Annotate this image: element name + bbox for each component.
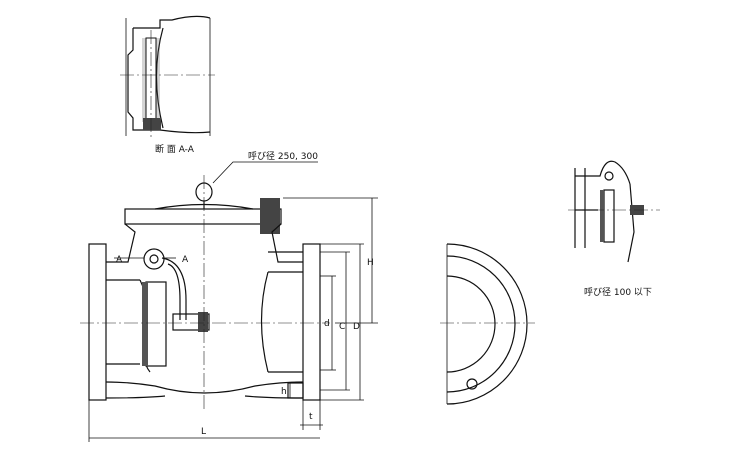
small-size-detail [568, 160, 660, 263]
dimension-lines [88, 197, 378, 442]
size-note-right: 呼び径 100 以下 [584, 286, 652, 298]
dim-label-d-lower: d [324, 319, 330, 329]
size-note-top: 呼び径 250, 300 [248, 150, 318, 162]
dim-label-d-upper: D [353, 322, 360, 332]
section-mark-left: A [116, 255, 123, 265]
flange-side-view [440, 243, 535, 405]
dim-label-c: C [339, 322, 345, 332]
bolt-hole [466, 378, 478, 390]
disc [145, 281, 167, 367]
dim-label-l: L [201, 427, 206, 437]
left-flange [88, 243, 107, 401]
dim-label-h-upper: H [367, 258, 374, 268]
hinge-pin [143, 248, 165, 270]
dim-label-t: t [309, 412, 313, 422]
valve-body [80, 175, 330, 410]
right-flange [302, 243, 321, 401]
cover-bolt [260, 198, 280, 234]
section-caption: 断 面 A-A [155, 143, 195, 155]
disc-nut [198, 312, 208, 332]
section-aa-view [120, 15, 215, 140]
section-mark-right: A [182, 255, 189, 265]
dim-label-h-lower: h [281, 387, 287, 397]
